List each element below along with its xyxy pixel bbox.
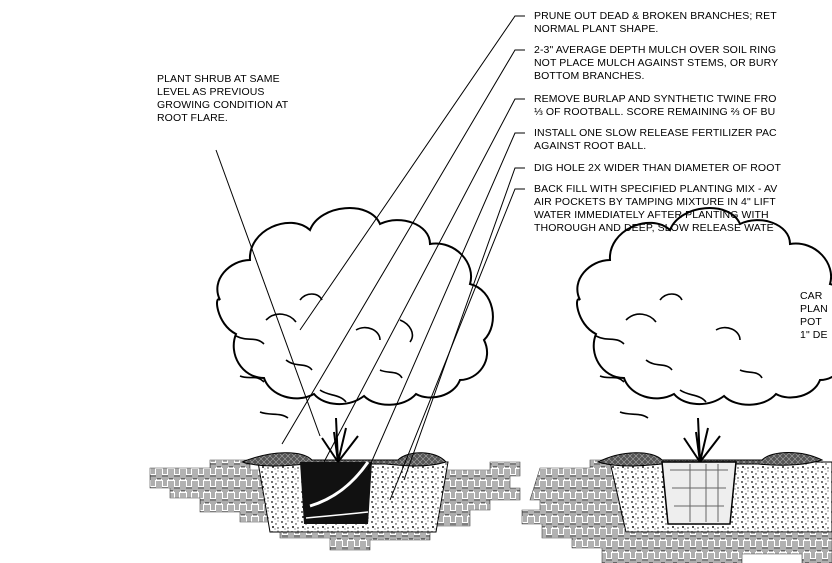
callout-dig-hole: DIG HOLE 2X WIDER THAN DIAMETER OF ROOT — [534, 162, 781, 175]
left-note: PLANT SHRUB AT SAME LEVEL AS PREVIOUS GR… — [157, 73, 288, 125]
right-note: CAR PLAN POT 1" DE — [800, 290, 828, 342]
callout-line: AIR POCKETS BY TAMPING MIXTURE IN 4" LIF… — [534, 196, 776, 208]
right-note-line-4: 1" DE — [800, 329, 828, 341]
right-note-line-2: PLAN — [800, 303, 828, 315]
callout-leaders — [215, 15, 525, 501]
left-note-line-2: LEVEL AS PREVIOUS — [157, 86, 265, 98]
callout-line: BACK FILL WITH SPECIFIED PLANTING MIX - … — [534, 183, 778, 195]
callout-line: REMOVE BURLAP AND SYNTHETIC TWINE FRO — [534, 93, 777, 105]
right-canopy — [576, 207, 832, 406]
callout-line: NOT PLACE MULCH AGAINST STEMS, OR BURY — [534, 57, 779, 69]
callout-line: INSTALL ONE SLOW RELEASE FERTILIZER PAC — [534, 127, 777, 139]
right-container-pot — [661, 461, 737, 525]
callout-line: NORMAL PLANT SHAPE. — [534, 23, 659, 35]
callout-line: WATER IMMEDIATELY AFTER PLANTING WITH — [534, 209, 769, 221]
callout-line: BOTTOM BRANCHES. — [534, 70, 645, 82]
left-mulch-ring — [240, 452, 447, 467]
right-stems — [683, 417, 721, 463]
right-shrub-detail — [521, 207, 832, 563]
callout-backfill: BACK FILL WITH SPECIFIED PLANTING MIX - … — [534, 183, 777, 235]
right-note-line-3: POT — [800, 316, 822, 328]
callout-line: PRUNE OUT DEAD & BROKEN BRANCHES; RET — [534, 10, 777, 22]
callout-line: ⅓ OF ROOTBALL. SCORE REMAINING ⅔ OF BU — [534, 106, 776, 118]
left-note-line-3: GROWING CONDITION AT — [157, 99, 289, 111]
callout-burlap: REMOVE BURLAP AND SYNTHETIC TWINE FRO ⅓ … — [534, 93, 777, 119]
callout-line: 2-3" AVERAGE DEPTH MULCH OVER SOIL RING — [534, 44, 777, 56]
right-note-line-1: CAR — [800, 290, 823, 302]
left-shrub-detail — [149, 207, 521, 551]
callout-fertilizer: INSTALL ONE SLOW RELEASE FERTILIZER PAC … — [534, 127, 777, 153]
left-note-line-1: PLANT SHRUB AT SAME — [157, 73, 280, 85]
callout-line: DIG HOLE 2X WIDER THAN DIAMETER OF ROOT — [534, 162, 781, 174]
right-mulch-ring — [596, 452, 824, 467]
callout-line: AGAINST ROOT BALL. — [534, 140, 647, 152]
callout-mulch: 2-3" AVERAGE DEPTH MULCH OVER SOIL RING … — [534, 44, 778, 83]
left-note-line-4: ROOT FLARE. — [157, 112, 228, 124]
callout-line: THOROUGH AND DEEP, SLOW RELEASE WATE — [534, 222, 774, 234]
left-canopy — [216, 207, 494, 406]
callout-prune: PRUNE OUT DEAD & BROKEN BRANCHES; RET NO… — [534, 10, 777, 36]
